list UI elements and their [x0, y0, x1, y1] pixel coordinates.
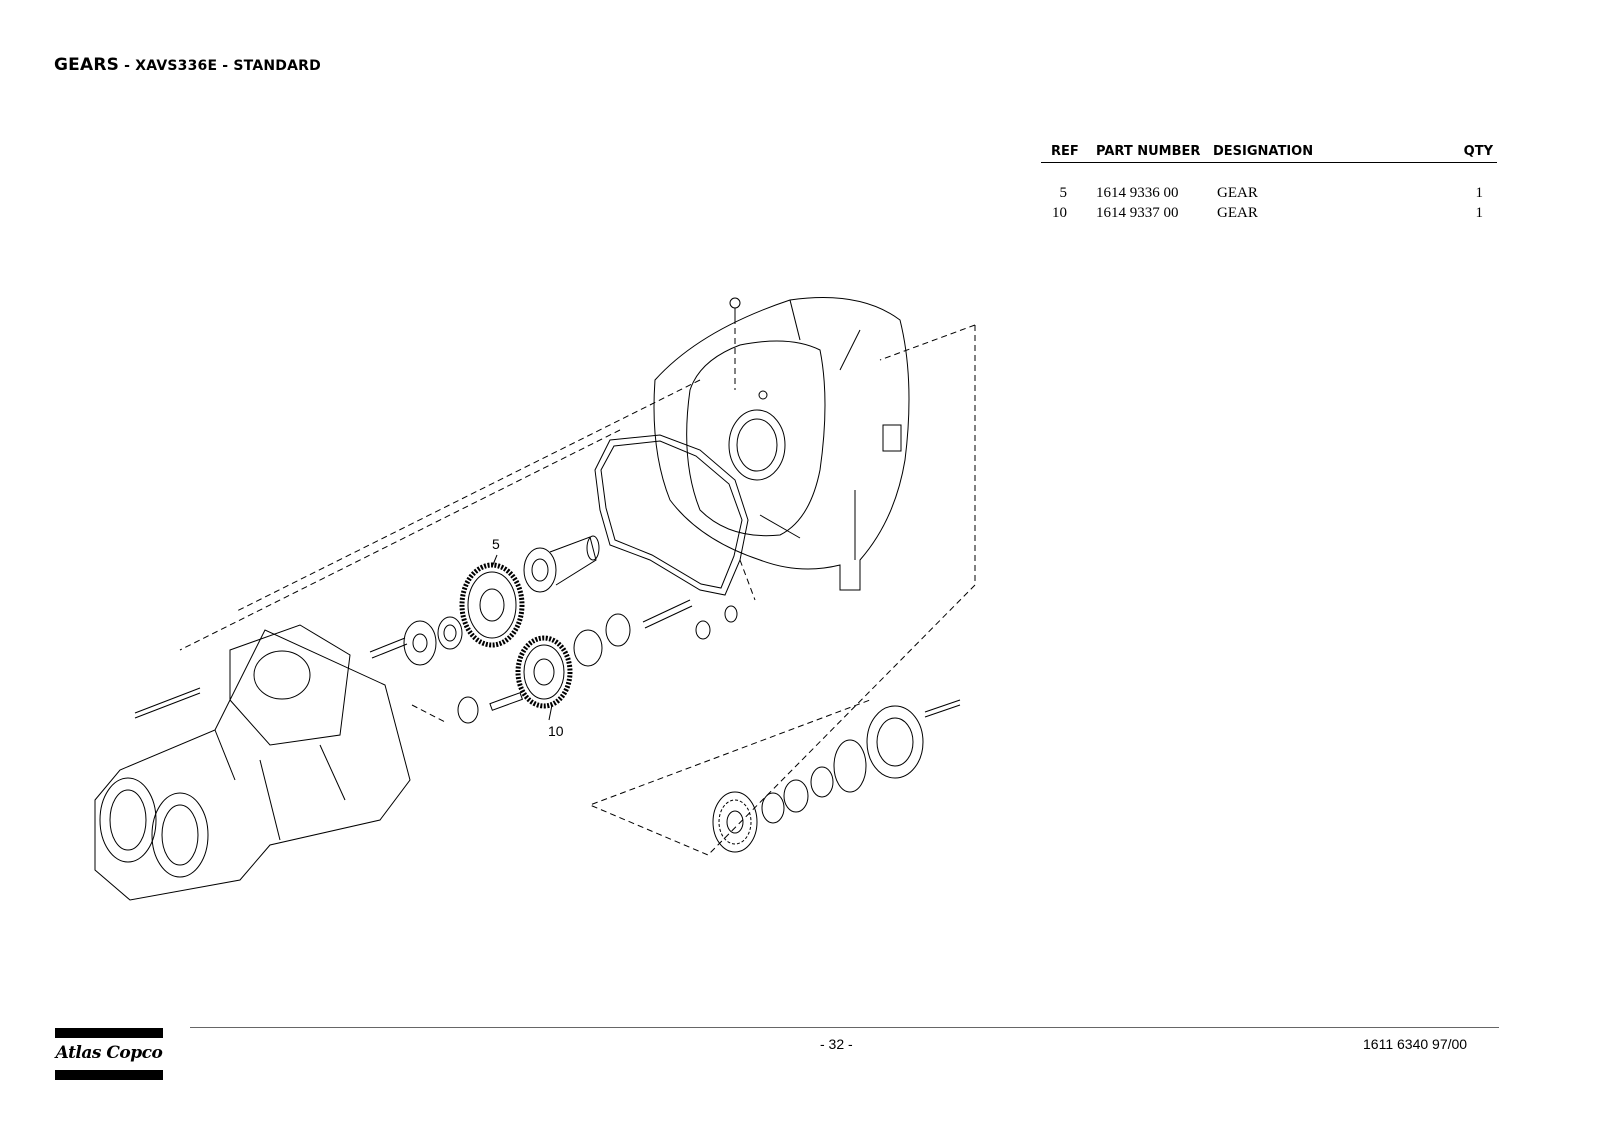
compressor-element [94, 624, 411, 901]
title-separator: - [119, 58, 136, 74]
rear-bearing-group [712, 705, 924, 853]
cell-part-number: 1614 9337 00 [1096, 205, 1179, 221]
cell-qty: 1 [1475, 185, 1484, 201]
shaft [523, 535, 600, 593]
header-qty: QTY [1463, 144, 1493, 159]
gasket [594, 434, 749, 596]
cell-ref: 5 [1059, 185, 1068, 201]
flywheel-housing [653, 297, 910, 591]
page-title: GEARS - XAVS336E - STANDARD [54, 55, 321, 75]
callout-10: 10 [548, 723, 564, 739]
callout-5: 5 [492, 536, 500, 552]
bolts [134, 599, 961, 719]
gear-5 [459, 562, 525, 648]
bushings [457, 605, 738, 724]
cell-designation: GEAR [1217, 205, 1258, 221]
title-separator: - [217, 58, 234, 74]
logo-bar-top [55, 1028, 163, 1038]
exploded-view-drawing: 5 10 [94, 297, 976, 901]
atlas-copco-logo: Atlas Copco [55, 1028, 163, 1080]
cell-designation: GEAR [1217, 185, 1258, 201]
page-number: - 32 - [820, 1036, 853, 1052]
logo-wordmark: Atlas Copco [55, 1043, 163, 1063]
header-part-number: PART NUMBER [1096, 144, 1201, 159]
header-ref: REF [1051, 144, 1079, 159]
parts-table: REF PART NUMBER DESIGNATION QTY 5 1614 9… [1041, 142, 1497, 225]
title-model: XAVS336E [135, 58, 218, 74]
document-number: 1611 6340 97/00 [1363, 1036, 1468, 1052]
table-row: 10 1614 9337 00 GEAR 1 [1041, 205, 1497, 225]
flange-plate [403, 620, 437, 666]
table-row: 5 1614 9336 00 GEAR 1 [1041, 185, 1497, 205]
title-main: GEARS [54, 55, 120, 75]
bearing [437, 616, 463, 650]
cell-ref: 10 [1052, 205, 1067, 221]
parts-table-body: 5 1614 9336 00 GEAR 1 10 1614 9337 00 GE… [1041, 185, 1497, 225]
footer-divider [190, 1027, 1499, 1028]
cell-qty: 1 [1475, 205, 1484, 221]
header-designation: DESIGNATION [1213, 144, 1314, 159]
plug [729, 297, 741, 318]
gear-10 [515, 635, 573, 709]
assembly-guide-lines [179, 318, 976, 856]
callout-leader-5 [491, 554, 498, 568]
logo-bar-bottom [55, 1070, 163, 1080]
title-variant: STANDARD [233, 58, 321, 74]
callout-leader-10 [548, 704, 553, 721]
parts-table-header: REF PART NUMBER DESIGNATION QTY [1041, 142, 1497, 163]
cell-part-number: 1614 9336 00 [1096, 185, 1179, 201]
